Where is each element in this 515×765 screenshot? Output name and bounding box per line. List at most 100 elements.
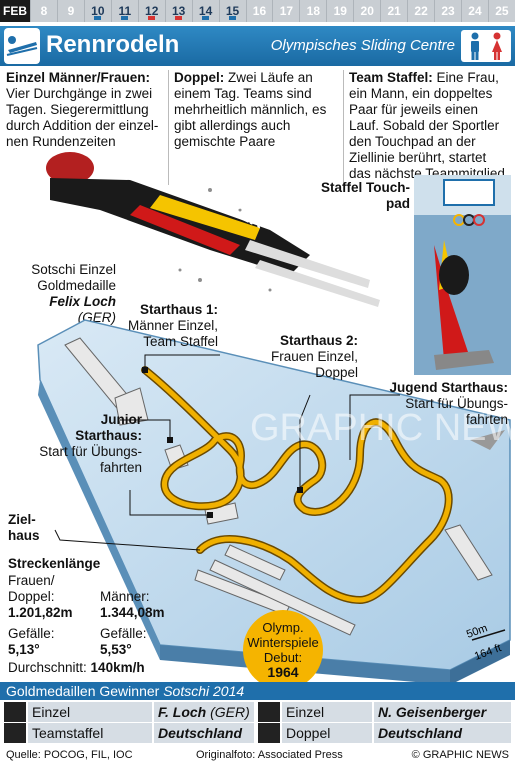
event-marker	[94, 16, 102, 20]
event-marker	[148, 16, 156, 20]
event-cell: Einzel	[282, 702, 372, 722]
photo-credit: Originalfoto: Associated Press	[196, 749, 343, 761]
touchpad-photo	[414, 175, 511, 375]
junior-start-house: Junior Starthaus: Start für Übungs- fahr…	[22, 412, 142, 476]
label-text: Frauen Einzel,	[270, 349, 358, 364]
track-diagram: GRAPHIC NEWS 50m 164 ft	[37, 319, 515, 685]
touchpad-label: Staffel Touch- pad	[321, 180, 410, 211]
winners-subtitle: Sotschi 2014	[163, 683, 245, 699]
winners-heading: Goldmedaillen Gewinner Sotschi 2014	[0, 682, 515, 700]
average-speed-value: 140km/h	[90, 660, 145, 675]
label-text: fahrten	[465, 412, 508, 427]
day-cell: 15	[218, 0, 246, 22]
start-house-2: Starthaus 2: Frauen Einzel, Doppel	[250, 333, 358, 381]
singles-info: Einzel Männer/Frauen: Vier Durchgänge in…	[6, 70, 166, 150]
label-text: Gefälle:	[100, 626, 147, 641]
label-heading: Jugend Starthaus:	[389, 380, 508, 395]
label-heading: Starthaus 1:	[139, 302, 218, 317]
winner-cell: Deutschland	[154, 723, 254, 743]
women-length: Frauen/ Doppel: 1.201,82m	[8, 573, 98, 621]
month-label: FEB	[0, 0, 30, 22]
day-cell: 13	[164, 0, 192, 22]
label-text: Team Staffel	[143, 334, 218, 349]
divider	[168, 70, 169, 185]
debut-badge: Olymp. Winterspiele Debut: 1964	[243, 610, 323, 690]
relay-heading: Team Staffel:	[349, 70, 433, 85]
day-cell: 24	[461, 0, 488, 22]
winners-title: Goldmedaillen Gewinner	[6, 683, 160, 699]
label-text: Doppel:	[8, 589, 55, 604]
female-icon	[492, 32, 502, 60]
athlete-icon	[4, 723, 26, 743]
label-text: Doppel	[315, 365, 358, 380]
day-cell: 14	[191, 0, 219, 22]
badge-text: Winterspiele	[247, 635, 319, 650]
relay-text: Eine Frau, ein Mann, ein doppeltes Paar …	[349, 70, 505, 181]
start-house-1: Starthaus 1: Männer Einzel, Team Staffel	[110, 302, 218, 350]
label-text: Ziel-	[8, 512, 36, 527]
men-length-value: 1.344,08m	[100, 605, 165, 620]
athlete-name: Felix Loch	[49, 294, 116, 309]
day-cell: 10	[83, 0, 111, 22]
north-arrow-icon	[470, 430, 505, 450]
watermark: GRAPHIC NEWS	[250, 407, 515, 449]
label-text: haus	[8, 528, 40, 543]
event-marker	[229, 16, 237, 20]
gender-icons	[461, 30, 511, 62]
event-marker	[175, 16, 183, 20]
athlete-icon	[258, 723, 280, 743]
average-speed: Durchschnitt: 140km/h	[8, 660, 198, 676]
day-cell: 20	[353, 0, 380, 22]
start-markers	[142, 367, 303, 518]
athlete-illustration: GER	[46, 152, 380, 307]
badge-text: Olymp.	[262, 620, 304, 635]
day-cell: 18	[299, 0, 326, 22]
doubles-heading: Doppel:	[174, 70, 225, 85]
athlete-icon	[4, 702, 26, 722]
event-cell: Teamstaffel	[28, 723, 152, 743]
day-cell: 25	[487, 0, 515, 22]
label-text: Durchschnitt:	[8, 660, 87, 675]
day-cell: 8	[30, 0, 57, 22]
label-heading: Junior	[100, 412, 142, 427]
day-cell: 16	[245, 0, 273, 22]
event-cell: Einzel	[28, 702, 152, 722]
venue-name: Olympisches Sliding Centre	[270, 37, 455, 54]
badge-text: Debut:	[263, 650, 303, 665]
label-text: Start für Übungs-	[405, 396, 508, 411]
label-text: Männer Einzel,	[127, 318, 218, 333]
singles-heading: Einzel Männer/Frauen:	[6, 70, 151, 85]
day-cell: 9	[56, 0, 84, 22]
day-cell: 23	[434, 0, 461, 22]
label-text: Start für Übungs-	[39, 444, 142, 459]
men-slope: Gefälle: 5,53°	[100, 626, 190, 658]
caption-line: Sotschi Einzel	[31, 262, 116, 277]
buildings	[64, 337, 493, 636]
male-icon	[471, 32, 479, 60]
label-heading: Starthaus 2:	[279, 333, 358, 348]
day-cell: 21	[380, 0, 407, 22]
relay-info: Team Staffel: Eine Frau, ein Mann, ein d…	[349, 70, 509, 182]
label-text: Männer:	[100, 589, 150, 604]
youth-start-house: Jugend Starthaus: Start für Übungs- fahr…	[380, 380, 508, 428]
footer: Quelle: POCOG, FIL, IOC Originalfoto: As…	[0, 745, 515, 765]
day-cell: 17	[272, 0, 299, 22]
source-credit: Quelle: POCOG, FIL, IOC	[6, 749, 133, 761]
day-cell: 19	[326, 0, 353, 22]
singles-text: Vier Durchgänge in zwei Tagen. Siegererm…	[6, 86, 159, 149]
photo-caption: Sotschi Einzel Goldmedaille Felix Loch (…	[4, 262, 116, 326]
women-slope: Gefälle: 5,13°	[8, 626, 98, 658]
winner-cell: F. Loch (GER)	[154, 702, 254, 722]
winner-cell: Deutschland	[374, 723, 511, 743]
men-slope-value: 5,53°	[100, 642, 132, 657]
luge-icon	[4, 28, 40, 64]
leader-lines	[54, 354, 400, 551]
event-cell: Doppel	[282, 723, 372, 743]
title-bar: Rennrodeln Olympisches Sliding Centre	[0, 26, 515, 66]
day-cell: 11	[110, 0, 138, 22]
winner-cell: N. Geisenberger (GER)	[374, 702, 511, 740]
event-marker	[121, 16, 129, 20]
day-cell: 22	[407, 0, 434, 22]
men-length: Männer: 1.344,08m	[100, 589, 190, 621]
